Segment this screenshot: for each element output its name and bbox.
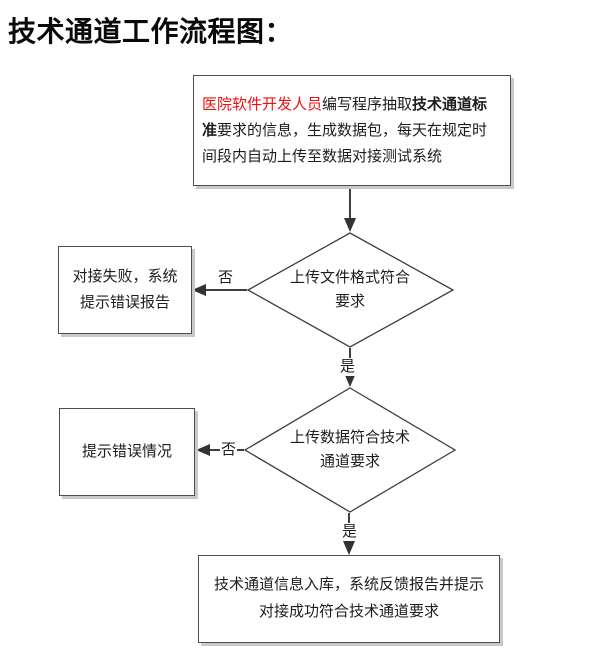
- arrowhead-down-icon: [344, 218, 356, 232]
- start-text-plain-segment-1: 编写程序抽取: [322, 96, 413, 113]
- error-prompt-text: 提示错误情况: [81, 444, 172, 460]
- decision2-yes-label: 是: [341, 523, 359, 541]
- start-text-red-segment: 医院软件开发人员: [202, 96, 323, 113]
- end-process-box: 技术通道信息入库，系统反馈报告并提示 对接成功符合技术通道要求: [198, 555, 500, 643]
- start-process-text: 医院软件开发人员编写程序抽取技术通道标准要求的信息，生成数据包，每天在规定时间段…: [202, 92, 502, 170]
- arrowhead-left-icon: [192, 284, 206, 296]
- error-report-text: 对接失败，系统 提示错误报告: [72, 269, 178, 311]
- decision1-label: 上传文件格式符合 要求: [289, 270, 410, 310]
- decision2-diamond-shape: [243, 387, 457, 513]
- decision2-no-label: 否: [220, 441, 238, 459]
- arrowhead-down-icon: [344, 373, 356, 387]
- decision1-no-label: 否: [217, 269, 235, 287]
- error-prompt-box: 提示错误情况: [59, 408, 195, 496]
- decision1-diamond-shape: [246, 232, 455, 348]
- error-report-box: 对接失败，系统 提示错误报告: [58, 246, 192, 334]
- end-process-text: 技术通道信息入库，系统反馈报告并提示 对接成功符合技术通道要求: [213, 577, 484, 620]
- start-text-plain-segment-2: 要求的信息，生成数据包，每天在规定时间段内自动上传至数据对接测试系统: [202, 122, 488, 165]
- decision2-label: 上传数据符合技术 通道要求: [289, 430, 410, 470]
- start-process-box: 医院软件开发人员编写程序抽取技术通道标准要求的信息，生成数据包，每天在规定时间段…: [193, 75, 511, 186]
- page-title: 技术通道工作流程图：: [8, 17, 294, 48]
- arrowhead-left-icon: [196, 444, 210, 456]
- start-text-bold-segment: 技术通道标准: [202, 96, 488, 139]
- decision1-yes-label: 是: [339, 358, 357, 376]
- arrowhead-down-icon: [343, 541, 355, 555]
